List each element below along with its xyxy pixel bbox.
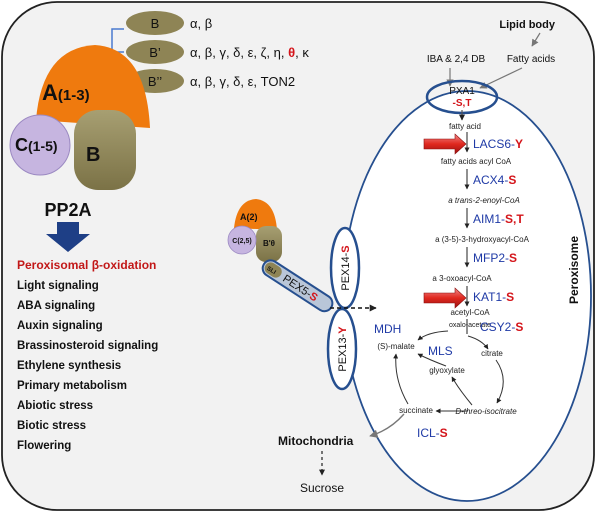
metabolite-fatty-acyl-coa: fatty acids acyl CoA (441, 157, 512, 166)
pex13-shape (326, 307, 358, 391)
mini-b-label: B'θ (263, 239, 275, 248)
enzyme-kat1: KAT1-S (473, 290, 514, 304)
metabolite-oxoacyl-coa: a 3-oxoacyl-CoA (432, 274, 492, 283)
cycle-arrow (495, 359, 504, 404)
pp2a-title: PP2A (44, 200, 91, 220)
pex13-label: PEX13-Y (337, 326, 349, 372)
pp2a-subunit-legend: B B’ B’’ α, β α, β, γ, δ, ε, ζ, η, θ, κ … (111, 11, 309, 147)
fatty-acids-input-label: Fatty acids (507, 54, 555, 65)
sli-motif-shape (264, 262, 282, 278)
a-subunit-shape (36, 45, 150, 128)
function-item: Biotic stress (17, 420, 86, 432)
sucrose-label: Sucrose (300, 481, 344, 495)
metabolite-oxaloacetate: oxalo-acetate (449, 322, 491, 329)
b-prime-isoforms: α, β, γ, δ, ε, ζ, η, θ, κ (190, 45, 309, 60)
enzyme-mdh: MDH (374, 322, 401, 336)
function-item: Light signaling (17, 280, 99, 292)
mini-c-subunit-shape (227, 225, 257, 255)
pp2a-holoenzyme: A(1-3) C(1-5) B PP2A (9, 45, 150, 252)
metabolite-isocitrate: D-threo-isocitrate (455, 407, 517, 416)
b-subunit-ellipse (126, 11, 184, 35)
b-prime-subunit-ellipse (126, 40, 184, 64)
a-subunit-label: A(1-3) (42, 80, 90, 105)
lacs6-regulation-arrow-icon (423, 133, 467, 155)
enzyme-lacs6: LACS6-Y (473, 137, 523, 151)
function-item: Primary metabolism (17, 380, 127, 392)
metabolite-malate: (S)-malate (377, 342, 415, 351)
cycle-arrow (417, 353, 447, 367)
metabolite-citrate: citrate (481, 349, 503, 358)
enzyme-csy2: CSY2-S (480, 320, 523, 334)
mitochondria-label: Mitochondria (278, 434, 354, 448)
function-item: Ethylene synthesis (17, 360, 121, 372)
beta-oxidation-pathway: fatty acid LACS6-Y fatty acids acyl CoA … (423, 122, 530, 317)
b-double-prime-isoforms: α, β, γ, δ, ε, TON2 (190, 74, 295, 89)
mini-pp2a-complex: A(2) B'θ C(2,5) (227, 199, 282, 262)
function-item: Brassinosteroid signaling (17, 340, 158, 352)
kat1-regulation-arrow-icon (423, 287, 467, 309)
b-isoforms: α, β (190, 16, 212, 31)
pp2a-function-list: Peroxisomal β-oxidation Light signaling … (17, 258, 158, 452)
succinate-export-arrow (369, 413, 405, 438)
c-subunit-shape (9, 114, 71, 176)
metabolite-hydroxyacyl-coa: a (3-5)-3-hydroxyacyl-CoA (435, 235, 529, 244)
function-highlight: Peroxisomal β-oxidation (17, 258, 156, 272)
b-prime-subunit-label: B’ (149, 45, 161, 60)
function-item: ABA signaling (17, 300, 95, 312)
metabolite-acetyl-coa: acetyl-CoA (450, 308, 490, 317)
function-item: Abiotic stress (17, 400, 93, 412)
pxa1-ptm: -S,T (453, 98, 472, 109)
b-subunit-text: B (86, 144, 100, 166)
lipid-body-label: Lipid body (499, 19, 555, 31)
cycle-arrow (393, 353, 409, 405)
enzyme-aim1: AIM1-S,T (473, 212, 524, 226)
sli-label: SLI (265, 266, 276, 276)
lipid-body-arrow (531, 32, 541, 47)
b-subunit-shape (74, 110, 136, 190)
enzyme-mfp2: MFP2-S (473, 251, 517, 265)
pex14-label: PEX14-S (340, 245, 352, 290)
enzyme-mls: MLS (428, 344, 453, 358)
metabolite-succinate: succinate (399, 406, 433, 415)
down-arrow-icon (46, 222, 90, 252)
cycle-arrow (417, 330, 449, 341)
mini-a-label: A(2) (240, 212, 258, 222)
peroxisome-label: Peroxisome (567, 236, 581, 304)
metabolite-glyoxylate: glyoxylate (429, 366, 465, 375)
b-subunit-label: B (151, 16, 160, 31)
enzyme-icl: ICL-S (417, 426, 448, 440)
cycle-arrow (451, 376, 473, 406)
enzyme-acx4: ACX4-S (473, 173, 516, 187)
function-item: Flowering (17, 440, 71, 452)
function-item: Auxin signaling (17, 320, 103, 332)
cycle-arrow (467, 335, 489, 350)
b-double-prime-subunit-label: B’’ (148, 74, 162, 89)
mini-a-subunit-shape (234, 199, 277, 230)
iba-label: IBA & 2,4 DB (427, 54, 486, 65)
mini-c-label: C(2,5) (232, 238, 251, 245)
glyoxylate-cycle: oxalo-acetate CSY2-S MDH (S)-malate MLS … (374, 319, 523, 440)
mini-b-subunit-shape (256, 226, 282, 262)
metabolite-trans-2-enoyl-coa: a trans-2-enoyl-CoA (448, 196, 520, 205)
pxa1-label: PXA1 (449, 86, 475, 97)
c-subunit-label: C(1-5) (15, 135, 58, 155)
metabolite-fatty-acid: fatty acid (449, 122, 481, 131)
